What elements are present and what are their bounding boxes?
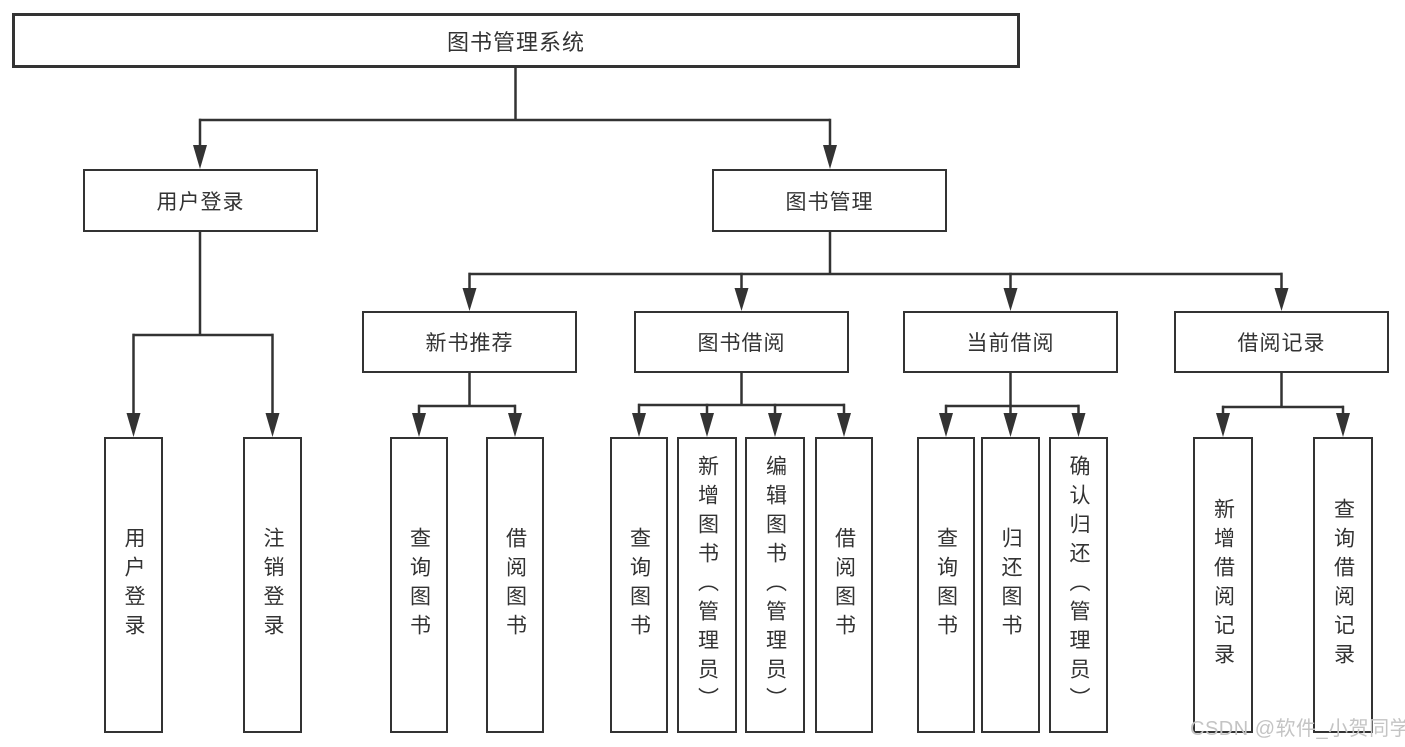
- node-label: 查询借阅记录: [1331, 498, 1355, 672]
- leaf-confirm-return-admin: 确认归还（管理员）: [1049, 437, 1108, 733]
- leaf-return-books: 归还图书: [981, 437, 1040, 733]
- node-label: 新增图书（管理员）: [695, 454, 719, 716]
- node-label: 新增借阅记录: [1211, 498, 1235, 672]
- node-label: 当前借阅: [966, 332, 1055, 355]
- node-label: 借阅记录: [1237, 332, 1326, 355]
- node-label: 确认归还（管理员）: [1067, 454, 1091, 716]
- node-new-book-recommend: 新书推荐: [362, 311, 577, 373]
- node-label: 借阅图书: [503, 527, 527, 643]
- node-borrow-records: 借阅记录: [1174, 311, 1389, 373]
- node-user-login: 用户登录: [83, 169, 318, 232]
- leaf-user-login: 用户登录: [104, 437, 163, 733]
- node-label: 查询图书: [407, 527, 431, 643]
- leaf-borrow-books-recommend: 借阅图书: [486, 437, 544, 733]
- csdn-watermark: CSDN @软件_小贺同学: [1190, 718, 1405, 740]
- node-book-management: 图书管理: [712, 169, 947, 232]
- node-label: 图书管理: [785, 190, 874, 214]
- leaf-edit-books-admin: 编辑图书（管理员）: [745, 437, 805, 733]
- arrowheads: [126, 145, 1350, 437]
- node-label: 注销登录: [261, 527, 285, 643]
- node-label: 查询图书: [934, 527, 958, 643]
- leaf-query-borrow-record: 查询借阅记录: [1313, 437, 1373, 733]
- leaf-add-borrow-record: 新增借阅记录: [1193, 437, 1253, 733]
- leaf-add-books-admin: 新增图书（管理员）: [677, 437, 737, 733]
- leaf-query-books-current: 查询图书: [917, 437, 975, 733]
- node-label: 用户登录: [122, 527, 146, 643]
- leaf-query-books-borrow: 查询图书: [610, 437, 668, 733]
- node-label: 借阅图书: [832, 527, 856, 643]
- node-label: 编辑图书（管理员）: [763, 454, 787, 716]
- node-label: 用户登录: [156, 190, 245, 214]
- node-label: 图书管理系统: [446, 29, 585, 55]
- node-book-borrow: 图书借阅: [634, 311, 849, 373]
- leaf-borrow-books: 借阅图书: [815, 437, 873, 733]
- node-label: 归还图书: [999, 527, 1023, 643]
- leaf-logout: 注销登录: [243, 437, 302, 733]
- node-label: 图书借阅: [697, 332, 786, 355]
- node-label: 新书推荐: [425, 332, 514, 355]
- node-label: 查询图书: [627, 527, 651, 643]
- node-library-management-system: 图书管理系统: [12, 13, 1020, 68]
- leaf-query-books-recommend: 查询图书: [390, 437, 448, 733]
- node-current-borrow: 当前借阅: [903, 311, 1118, 373]
